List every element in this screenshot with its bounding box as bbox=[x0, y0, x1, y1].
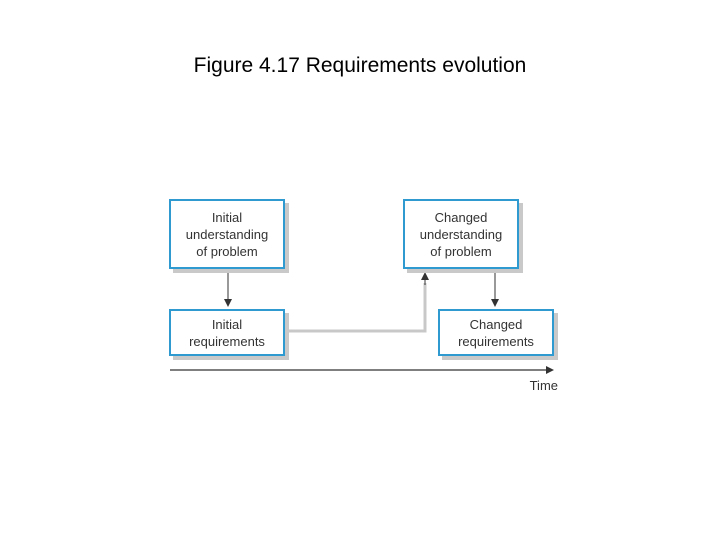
node-changed-requirements-label: Changed requirements bbox=[458, 316, 534, 349]
time-axis-label: Time bbox=[529, 378, 558, 393]
node-initial-requirements-label: Initial requirements bbox=[189, 316, 265, 349]
node-initial-understanding-label: Initial understanding of problem bbox=[185, 209, 269, 259]
node-initial-requirements: Initial requirements bbox=[169, 309, 285, 356]
node-changed-understanding-label: Changed understanding of problem bbox=[419, 209, 503, 259]
node-initial-understanding: Initial understanding of problem bbox=[169, 199, 285, 269]
node-changed-understanding: Changed understanding of problem bbox=[403, 199, 519, 269]
node-changed-requirements: Changed requirements bbox=[438, 309, 554, 356]
connector-initial-requirements-to-changed-understanding bbox=[287, 283, 427, 333]
page-title: Figure 4.17 Requirements evolution bbox=[193, 54, 527, 77]
